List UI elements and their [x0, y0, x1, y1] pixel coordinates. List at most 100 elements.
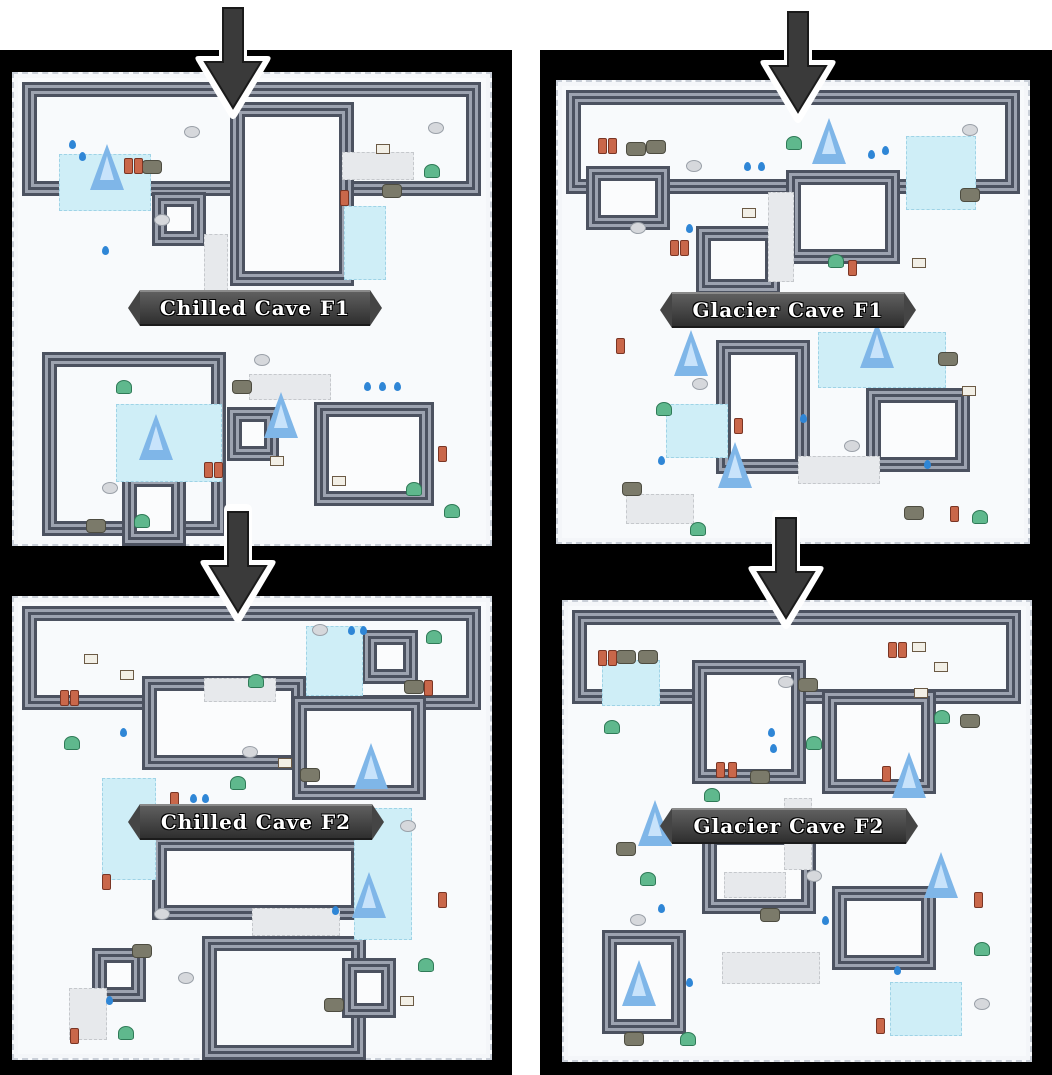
water-drop-icon	[744, 162, 751, 171]
boulder-icon	[806, 870, 822, 882]
ice-plant-icon	[230, 776, 246, 790]
rock-icon	[624, 1032, 644, 1046]
barrel-icon	[950, 506, 959, 522]
snow-path	[722, 952, 820, 984]
boulder-icon	[154, 908, 170, 920]
rock-icon	[938, 352, 958, 366]
ice-crystal-icon	[718, 442, 752, 488]
rock-icon	[626, 142, 646, 156]
ice-crystal-icon	[924, 852, 958, 898]
ice-pool	[666, 404, 728, 458]
rock-icon	[646, 140, 666, 154]
cliff-wall	[214, 948, 354, 1048]
rock-icon	[638, 650, 658, 664]
ice-pool	[890, 982, 962, 1036]
barrel-icon	[974, 892, 983, 908]
ice-plant-icon	[604, 720, 620, 734]
water-drop-icon	[79, 152, 86, 161]
rock-icon	[750, 770, 770, 784]
barrel-icon	[134, 158, 143, 174]
sign-icon	[332, 476, 346, 486]
ice-plant-icon	[934, 710, 950, 724]
sign-icon	[934, 662, 948, 672]
map-chilled-cave-f2	[12, 596, 492, 1060]
ice-pool	[306, 626, 363, 696]
down-arrow-icon	[195, 0, 271, 119]
map-title-glacier-cave-f2: Glacier Cave F2	[660, 808, 918, 844]
cliff-wall	[242, 114, 342, 274]
rock-icon	[232, 380, 252, 394]
snow-path	[204, 234, 228, 296]
barrel-icon	[204, 462, 213, 478]
water-drop-icon	[69, 140, 76, 149]
water-drop-icon	[882, 146, 889, 155]
rock-icon	[960, 714, 980, 728]
barrel-icon	[882, 766, 891, 782]
ice-crystal-icon	[354, 743, 388, 789]
ice-plant-icon	[690, 522, 706, 536]
cliff-wall	[704, 672, 794, 772]
cliff-wall	[584, 622, 1009, 692]
ice-plant-icon	[426, 630, 442, 644]
water-drop-icon	[106, 996, 113, 1005]
rock-icon	[960, 188, 980, 202]
water-drop-icon	[332, 906, 339, 915]
water-drop-icon	[758, 162, 765, 171]
sign-icon	[376, 144, 390, 154]
ice-plant-icon	[444, 504, 460, 518]
ice-crystal-icon	[674, 330, 708, 376]
cliff-wall	[374, 642, 406, 672]
barrel-icon	[70, 1028, 79, 1044]
rock-icon	[86, 519, 106, 533]
ice-crystal-icon	[352, 872, 386, 918]
cliff-wall	[708, 238, 768, 282]
barrel-icon	[716, 762, 725, 778]
rock-icon	[382, 184, 402, 198]
water-drop-icon	[658, 456, 665, 465]
boulder-icon	[630, 222, 646, 234]
water-drop-icon	[924, 460, 931, 469]
snow-path	[342, 152, 414, 180]
rock-icon	[300, 768, 320, 782]
sign-icon	[400, 996, 414, 1006]
cliff-wall	[798, 182, 888, 252]
map-chilled-cave-f1	[12, 72, 492, 546]
cliff-wall	[164, 848, 354, 908]
water-drop-icon	[102, 246, 109, 255]
water-drop-icon	[686, 224, 693, 233]
ice-plant-icon	[134, 514, 150, 528]
snow-path	[798, 456, 880, 484]
barrel-icon	[424, 680, 433, 696]
rock-icon	[798, 678, 818, 692]
boulder-icon	[178, 972, 194, 984]
cliff-wall	[844, 898, 924, 958]
boulder-icon	[630, 914, 646, 926]
ice-plant-icon	[118, 1026, 134, 1040]
map-title-chilled-cave-f2: Chilled Cave F2	[128, 804, 384, 840]
barrel-icon	[102, 874, 111, 890]
ice-crystal-icon	[264, 392, 298, 438]
ice-plant-icon	[656, 402, 672, 416]
ice-crystal-icon	[622, 960, 656, 1006]
water-drop-icon	[800, 414, 807, 423]
cliff-wall	[104, 960, 134, 990]
ice-plant-icon	[116, 380, 132, 394]
boulder-icon	[686, 160, 702, 172]
cliff-wall	[354, 970, 384, 1006]
water-drop-icon	[360, 626, 367, 635]
ice-crystal-icon	[90, 144, 124, 190]
ice-plant-icon	[418, 958, 434, 972]
sign-icon	[914, 688, 928, 698]
down-arrow-icon	[760, 4, 836, 123]
barrel-icon	[608, 138, 617, 154]
ice-plant-icon	[64, 736, 80, 750]
map-title-glacier-cave-f1: Glacier Cave F1	[660, 292, 916, 328]
boulder-icon	[154, 214, 170, 226]
water-drop-icon	[868, 150, 875, 159]
sign-icon	[912, 258, 926, 268]
snow-path	[768, 192, 794, 282]
sign-icon	[742, 208, 756, 218]
boulder-icon	[778, 676, 794, 688]
barrel-icon	[876, 1018, 885, 1034]
rock-icon	[132, 944, 152, 958]
